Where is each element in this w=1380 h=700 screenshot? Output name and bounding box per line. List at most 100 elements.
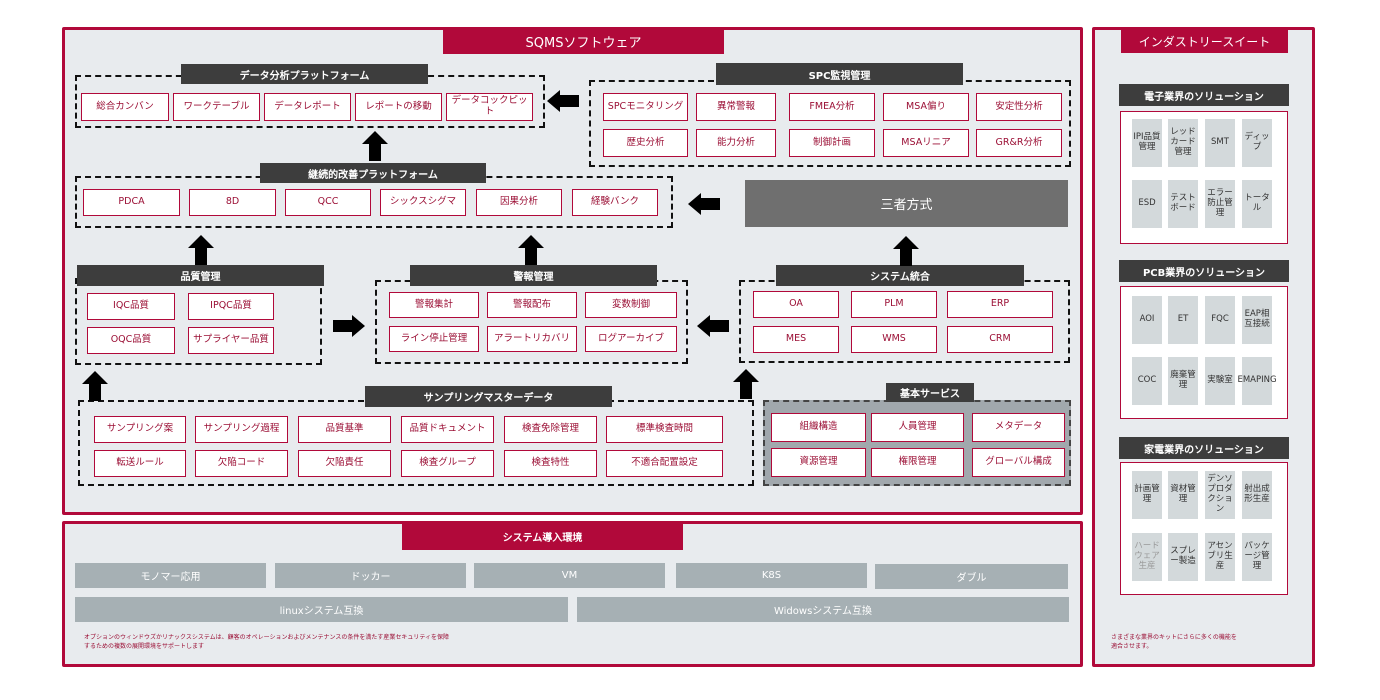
quality-item-2[interactable]: OQC品質 — [87, 327, 175, 354]
pcb-item-0[interactable]: AOI — [1132, 296, 1162, 344]
alarm-item-0[interactable]: 警報集計 — [389, 292, 479, 318]
sqms-title: SQMSソフトウェア — [443, 29, 724, 54]
sampling-item-5[interactable]: 標準検査時間 — [606, 416, 723, 443]
spc-item-4[interactable]: 安定性分析 — [976, 93, 1062, 121]
kaizen-item-4[interactable]: 因果分析 — [476, 189, 562, 216]
integration-item-1[interactable]: PLM — [851, 291, 937, 318]
pcb-item-7[interactable]: EMAPING — [1237, 357, 1277, 405]
pcb-title: PCB業界のソリューション — [1119, 260, 1289, 282]
alarm-item-3[interactable]: ライン停止管理 — [389, 326, 479, 352]
basic-item-4[interactable]: 権限管理 — [871, 448, 964, 477]
env-item-5[interactable]: linuxシステム互換 — [75, 597, 568, 622]
appliance-item-1[interactable]: 資材管理 — [1168, 471, 1198, 519]
arrow-up-icon — [188, 235, 214, 265]
electronics-item-0[interactable]: IPI品質管理 — [1132, 119, 1162, 167]
integration-item-2[interactable]: ERP — [947, 291, 1053, 318]
alarm-item-4[interactable]: アラートリカバリ — [487, 326, 577, 352]
alarm-item-1[interactable]: 警報配布 — [487, 292, 577, 318]
pcb-item-2[interactable]: FQC — [1205, 296, 1235, 344]
env-item-0[interactable]: モノマー応用 — [75, 563, 266, 588]
sampling-item-1[interactable]: サンプリング過程 — [195, 416, 288, 443]
kaizen-item-5[interactable]: 経験バンク — [572, 189, 658, 216]
electronics-item-5[interactable]: テストボード — [1168, 180, 1198, 228]
basic-item-2[interactable]: メタデータ — [972, 413, 1065, 442]
electronics-item-7[interactable]: トータル — [1242, 180, 1272, 228]
appliance-item-3[interactable]: 射出成形生産 — [1242, 471, 1272, 519]
basic-item-1[interactable]: 人員管理 — [871, 413, 964, 442]
data-platform-item-3[interactable]: レポートの移動 — [355, 93, 442, 121]
arrow-left-icon — [547, 90, 579, 112]
electronics-item-3[interactable]: ディップ — [1242, 119, 1272, 167]
sampling-item-2[interactable]: 品質基準 — [298, 416, 391, 443]
sampling-item-11[interactable]: 不適合配置設定 — [606, 450, 723, 477]
basic-item-5[interactable]: グローバル構成 — [972, 448, 1065, 477]
kaizen-item-3[interactable]: シックスシグマ — [380, 189, 466, 216]
sampling-item-4[interactable]: 検査免除管理 — [504, 416, 597, 443]
env-item-1[interactable]: ドッカー — [275, 563, 466, 588]
sampling-item-6[interactable]: 転送ルール — [94, 450, 186, 477]
spc-item-6[interactable]: 能力分析 — [696, 129, 776, 157]
env-panel — [62, 521, 1083, 667]
kaizen-item-0[interactable]: PDCA — [83, 189, 180, 216]
pcb-item-6[interactable]: 実験室 — [1205, 357, 1235, 405]
electronics-item-1[interactable]: レッドカード管理 — [1168, 119, 1198, 167]
data-platform-item-0[interactable]: 総合カンバン — [81, 93, 169, 121]
arrow-up-icon — [82, 371, 108, 401]
appliance-item-7[interactable]: パッケージ管理 — [1242, 533, 1272, 581]
kaizen-title: 継続的改善プラットフォーム — [260, 163, 486, 183]
integration-item-5[interactable]: CRM — [947, 326, 1053, 353]
spc-item-1[interactable]: 異常警報 — [696, 93, 776, 121]
alarm-item-5[interactable]: ログアーカイブ — [585, 326, 677, 352]
sampling-item-10[interactable]: 検査特性 — [504, 450, 597, 477]
quality-item-0[interactable]: IQC品質 — [87, 293, 175, 320]
quality-item-1[interactable]: IPQC品質 — [188, 293, 274, 320]
sampling-item-8[interactable]: 欠陥責任 — [298, 450, 391, 477]
pcb-item-3[interactable]: EAP相互接続 — [1242, 296, 1272, 344]
integration-item-4[interactable]: WMS — [851, 326, 937, 353]
electronics-item-6[interactable]: エラー防止管理 — [1205, 180, 1235, 228]
third-party-box[interactable]: 三者方式 — [745, 180, 1068, 227]
electronics-item-2[interactable]: SMT — [1205, 119, 1235, 167]
basic-item-0[interactable]: 組織構造 — [771, 413, 866, 442]
env-item-4[interactable]: ダブル — [875, 564, 1068, 589]
arrow-up-icon — [518, 235, 544, 265]
sampling-item-7[interactable]: 欠陥コード — [195, 450, 288, 477]
basic-item-3[interactable]: 資源管理 — [771, 448, 866, 477]
env-item-2[interactable]: VM — [474, 563, 665, 588]
appliance-item-6[interactable]: アセンブリ生産 — [1205, 533, 1235, 581]
pcb-item-4[interactable]: COC — [1132, 357, 1162, 405]
env-note: オプションのウィンドウズかリナックスシステムは、顧客のオペレーションおよびメンテ… — [84, 634, 584, 651]
data-platform-title: データ分析プラットフォーム — [181, 64, 428, 84]
quality-item-3[interactable]: サプライヤー品質 — [188, 327, 274, 354]
appliance-item-0[interactable]: 計画管理 — [1132, 471, 1162, 519]
integration-item-0[interactable]: OA — [753, 291, 839, 318]
spc-item-7[interactable]: 制御計画 — [789, 129, 875, 157]
env-item-6[interactable]: Widowsシステム互換 — [577, 597, 1069, 622]
alarm-item-2[interactable]: 変数制御 — [585, 292, 677, 318]
sampling-item-9[interactable]: 検査グループ — [401, 450, 494, 477]
data-platform-item-1[interactable]: ワークテーブル — [173, 93, 260, 121]
arrow-up-icon — [893, 236, 919, 266]
appliance-item-4[interactable]: ハードウェア生産 — [1132, 533, 1162, 581]
appliance-item-5[interactable]: スプレー製造 — [1168, 533, 1198, 581]
sampling-item-3[interactable]: 品質ドキュメント — [401, 416, 494, 443]
kaizen-item-1[interactable]: 8D — [189, 189, 276, 216]
spc-item-5[interactable]: 歴史分析 — [603, 129, 688, 157]
pcb-item-1[interactable]: ET — [1168, 296, 1198, 344]
kaizen-item-2[interactable]: QCC — [285, 189, 371, 216]
arrow-left-icon — [688, 193, 720, 215]
spc-item-3[interactable]: MSA偏り — [883, 93, 969, 121]
spc-item-2[interactable]: FMEA分析 — [789, 93, 875, 121]
data-platform-item-4[interactable]: データコックピット — [446, 93, 533, 121]
appliance-item-2[interactable]: デンソプロダクション — [1205, 471, 1235, 519]
spc-item-0[interactable]: SPCモニタリング — [603, 93, 688, 121]
integration-item-3[interactable]: MES — [753, 326, 839, 353]
spc-item-9[interactable]: GR&R分析 — [976, 129, 1062, 157]
data-platform-item-2[interactable]: データレポート — [264, 93, 351, 121]
pcb-item-5[interactable]: 廃棄管理 — [1168, 357, 1198, 405]
electronics-item-4[interactable]: ESD — [1132, 180, 1162, 228]
spc-item-8[interactable]: MSAリニア — [883, 129, 969, 157]
env-item-3[interactable]: K8S — [676, 563, 867, 588]
sampling-item-0[interactable]: サンプリング案 — [94, 416, 186, 443]
arrow-right-icon — [333, 315, 365, 337]
